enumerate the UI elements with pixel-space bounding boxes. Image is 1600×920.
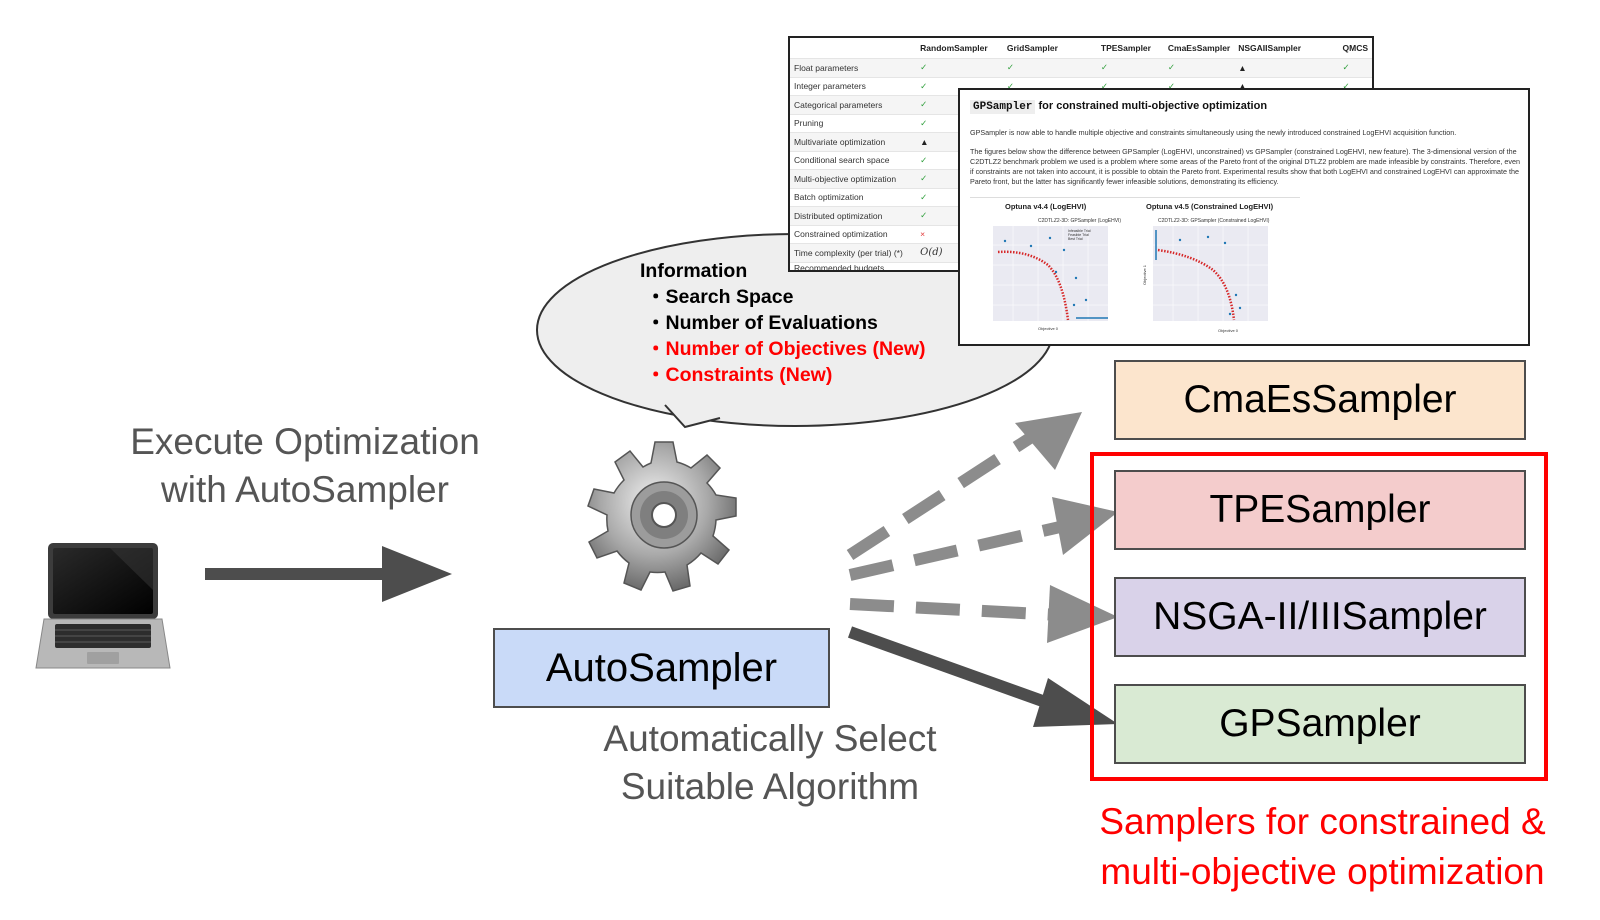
bubble-heading: Information (640, 260, 748, 282)
row-label: Batch optimization (790, 187, 917, 207)
plot-constrained-logehvi: C2DTLZ2-3D: GPSampler (Constrained LogEH… (1142, 218, 1270, 333)
table-cell: ✓ (1338, 58, 1372, 77)
gp-sampler-box: GPSampler (1114, 684, 1526, 764)
table-header: GridSampler (1006, 43, 1058, 53)
table-cell: ✓ (1096, 58, 1164, 77)
dashed-arrow-nsga (849, 585, 1118, 643)
figure-title-v44: Optuna v4.4 (LogEHVI) (1005, 202, 1087, 211)
x-axis-label: Objective 0 (1218, 328, 1239, 333)
bubble-item-objectives: ・Number of Objectives (New) (646, 338, 926, 360)
row-label: Recommended budgets (#trials) (**) (790, 261, 917, 270)
article-plots: C2DTLZ2-3D: GPSampler (LogEHVI) Infeasib… (993, 218, 1270, 333)
table-cell: ✓ (916, 58, 1003, 77)
article-title-code: GPSampler (970, 100, 1036, 114)
row-label: Categorical parameters (790, 95, 917, 114)
y-axis-label: Objective 1 (1142, 264, 1147, 285)
x-axis-label: Objective 0 (1038, 326, 1059, 331)
select-algorithm-label: Automatically Select Suitable Algorithm (560, 715, 980, 811)
table-header-row: RandomSampler GridSampler TPESampler Cma… (790, 38, 1372, 59)
article-title-text: for constrained multi-objective optimiza… (1035, 100, 1268, 112)
row-label: Pruning (790, 113, 917, 133)
article-title: GPSampler for constrained multi-objectiv… (970, 100, 1268, 114)
dashed-arrow-cmaes (846, 412, 1082, 561)
table-cell: ▲ (1234, 58, 1339, 77)
execute-line-2: with AutoSampler (161, 469, 449, 510)
execute-optimization-label: Execute Optimization with AutoSampler (95, 418, 515, 514)
row-label: Constrained optimization (790, 224, 917, 244)
caption-line-2: multi-objective optimization (1100, 851, 1545, 892)
cmaes-sampler-box: CmaEsSampler (1114, 360, 1526, 440)
row-label: Float parameters (790, 58, 917, 77)
bubble-item-search-space: ・Search Space (646, 286, 794, 308)
bubble-item-evaluations: ・Number of Evaluations (646, 312, 878, 334)
table-header: RandomSampler (920, 43, 988, 53)
caption-line-1: Samplers for constrained & (1099, 801, 1546, 842)
figure-title-v45: Optuna v4.5 (Constrained LogEHVI) (1146, 202, 1274, 211)
legend-item: Best Trial (1068, 237, 1083, 241)
gpsampler-article-screenshot: GPSampler for constrained multi-objectiv… (958, 88, 1530, 346)
bubble-item-constraints: ・Constraints (New) (646, 364, 833, 386)
legend-item: Infeasible Trial (1068, 229, 1091, 233)
table-cell: ✓ (1163, 58, 1235, 77)
dashed-arrow-tpe (848, 497, 1118, 581)
plot-logehvi: C2DTLZ2-3D: GPSampler (LogEHVI) Infeasib… (993, 218, 1121, 331)
bubble-information-list: Information ・Search Space ・Number of Eva… (640, 258, 926, 388)
table-cell: ✓ (1002, 58, 1097, 77)
table-header: NSGAIISampler (1238, 43, 1302, 53)
execute-arrow (205, 546, 452, 602)
table-header: CmaEsSampler (1167, 43, 1231, 53)
row-label: Multi-objective optimization (790, 169, 917, 188)
article-paragraph: GPSampler is now able to handle multiple… (970, 128, 1457, 137)
plot-title: C2DTLZ2-3D: GPSampler (LogEHVI) (1038, 218, 1121, 224)
article-paragraph: The figures below show the difference be… (970, 147, 1520, 186)
plot-title: C2DTLZ2-3D: GPSampler (Constrained LogEH… (1158, 218, 1270, 224)
gear-icon (587, 441, 737, 592)
table-header: TPESampler (1100, 43, 1151, 53)
select-line-1: Automatically Select (603, 718, 937, 759)
laptop-icon (35, 543, 171, 669)
table-header-blank (790, 38, 916, 59)
execute-line-1: Execute Optimization (130, 421, 480, 462)
tpe-sampler-box: TPESampler (1114, 470, 1526, 550)
row-label: Time complexity (per trial) (*) (790, 243, 917, 262)
solid-arrow-gp (847, 626, 1118, 727)
constrained-samplers-frame (1090, 452, 1548, 781)
constrained-samplers-caption: Samplers for constrained & multi-objecti… (1060, 797, 1585, 897)
row-label: Distributed optimization (790, 206, 917, 225)
autosampler-box: AutoSampler (493, 628, 830, 708)
row-label: Conditional search space (790, 150, 917, 170)
select-line-2: Suitable Algorithm (620, 766, 920, 807)
table-header: QMCS (1342, 43, 1369, 53)
row-label: Integer parameters (790, 76, 917, 96)
nsga-sampler-box: NSGA-II/IIISampler (1114, 577, 1526, 657)
article-divider (970, 197, 1300, 198)
row-label: Multivariate optimization (790, 132, 917, 151)
legend-item: Feasible Trial (1068, 233, 1089, 237)
table-row: Float parameters ✓ ✓ ✓ ✓ ▲ ✓ (790, 58, 1372, 77)
